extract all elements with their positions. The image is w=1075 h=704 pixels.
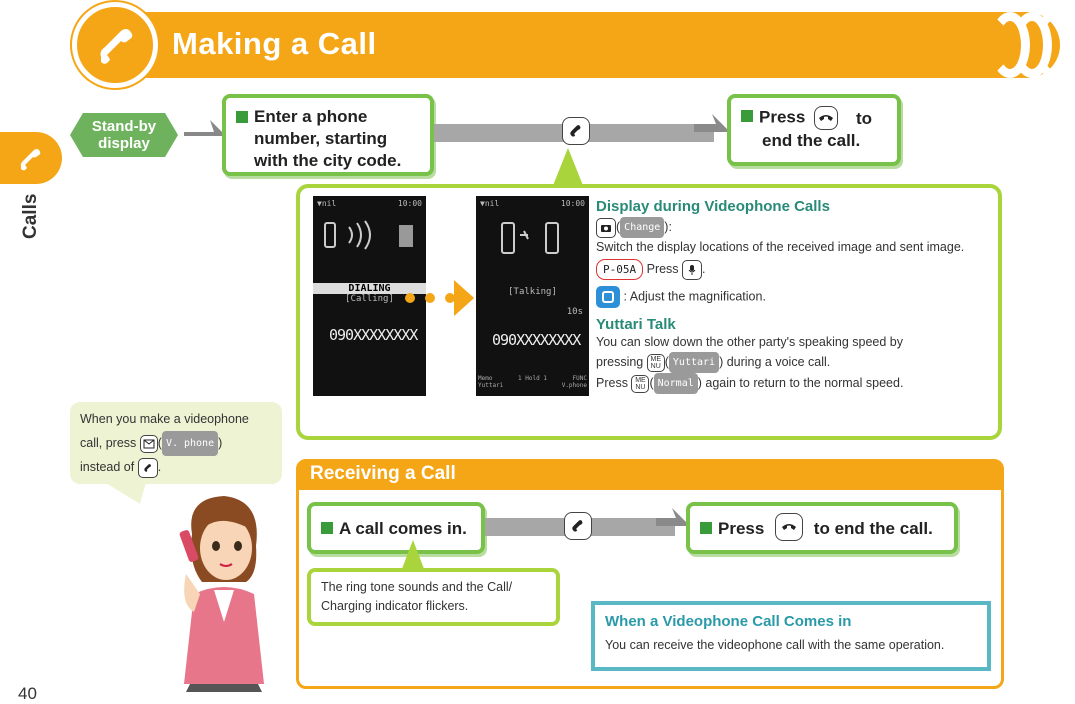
press-label: Press <box>759 107 806 127</box>
tv-key-icon <box>682 259 703 280</box>
step-enter-number: Enter a phone number, starting with the … <box>222 94 434 176</box>
step-end-call: Press to end the call. <box>727 94 901 166</box>
status-time: 10:00 <box>397 199 422 208</box>
switch-description: Switch the display locations of the rece… <box>596 240 965 254</box>
ring-tone-text: The ring tone sounds and the Call/ Charg… <box>321 580 513 613</box>
videophone-incoming-box: When a Videophone Call Comes in You can … <box>591 601 991 671</box>
title-banner <box>70 12 1060 78</box>
softkey-func: FUNC <box>572 375 587 382</box>
arrow-right-icon <box>694 114 730 132</box>
softkey-yuttari: Yuttari <box>478 382 504 389</box>
camera-key-icon <box>596 217 616 238</box>
again-text: ) again to return to the normal speed. <box>697 375 904 390</box>
step-end-call-receiving: Press to end the call. <box>686 502 958 554</box>
section-tab <box>0 132 62 184</box>
call-timer: 10s <box>566 307 583 317</box>
normal-softkey-label: Normal <box>653 373 698 394</box>
dialing-animation-icon <box>324 220 413 250</box>
model-badge: P-05A <box>596 259 644 280</box>
videophone-tip-bubble: When you make a videophone call, press (… <box>70 402 282 484</box>
step-enter-number-text: Enter a phone number, starting with the … <box>254 107 402 170</box>
arrow-right-icon <box>454 280 474 316</box>
dialed-number: 090XXXXXXXX <box>329 326 418 344</box>
yuttari-title: Yuttari Talk <box>596 316 676 333</box>
page-number: 40 <box>18 684 37 703</box>
call-key-icon <box>564 512 592 540</box>
end-key-icon <box>814 106 839 130</box>
end-call-text: to end the call. <box>813 519 933 538</box>
tip-line-3: instead of <box>80 460 135 474</box>
videophone-incoming-title: When a Videophone Call Comes in <box>605 613 852 630</box>
videophone-display-section: Display during Videophone Calls (Change)… <box>596 198 996 394</box>
ring-tone-note: The ring tone sounds and the Call/ Charg… <box>307 568 560 626</box>
arrow-right-icon <box>184 120 226 136</box>
arrow-right-icon <box>656 508 690 526</box>
dialing-label: DIALING <box>313 283 426 294</box>
mail-key-icon <box>139 434 158 453</box>
call-comes-in-text: A call comes in. <box>339 519 467 538</box>
vphone-softkey-label: V. phone <box>161 431 219 456</box>
woman-on-phone-illustration <box>179 496 264 692</box>
softkey-memo: Memo <box>478 375 493 382</box>
change-softkey-label: Change <box>620 217 665 238</box>
bubble-tail <box>104 482 146 504</box>
section-label: Calls <box>20 193 41 239</box>
talking-animation-icon <box>501 222 559 254</box>
yuttari-description: You can slow down the other party's spea… <box>596 335 903 349</box>
talking-number: 090XXXXXXXX <box>492 331 581 349</box>
videophone-display-title: Display during Videophone Calls <box>596 198 830 215</box>
end-key-icon <box>775 512 804 541</box>
press-text: Press <box>646 262 679 276</box>
banner-chevron <box>1034 12 1070 78</box>
phone-header-icon <box>72 2 158 88</box>
call-key-icon <box>137 457 158 478</box>
status-signal: ▼nil <box>480 199 500 208</box>
during-text: ) during a voice call. <box>719 354 831 369</box>
callout-pointer <box>400 540 426 574</box>
page-title: Making a Call <box>172 26 377 61</box>
softkey-hold: 1 Hold 1 <box>518 375 547 382</box>
navigation-key-icon <box>596 286 620 308</box>
standby-display-label: Stand-by display <box>70 113 178 157</box>
status-time: 10:00 <box>560 199 585 208</box>
phone-screen-talking: ▼nil 10:00 [Talking] 10s 090XXXXXXXX Memo… <box>476 196 589 396</box>
pressing-text: pressing <box>596 354 644 369</box>
videophone-incoming-text: You can receive the videophone call with… <box>605 638 945 652</box>
press-label: Press <box>718 519 765 538</box>
tip-line-1: When you make a videophone <box>80 412 249 426</box>
receiving-call-header: Receiving a Call <box>298 460 1002 490</box>
tip-line-2: call, press <box>80 435 137 450</box>
talking-label: [Talking] <box>508 287 557 297</box>
press-again-text: Press <box>596 375 628 390</box>
yuttari-softkey-label: Yuttari <box>668 352 720 373</box>
step-call-comes-in: A call comes in. <box>307 502 485 554</box>
call-key-icon <box>562 117 590 145</box>
softkey-vphone: V.phone <box>561 382 587 389</box>
magnify-description: : Adjust the magnification. <box>623 289 766 304</box>
callout-pointer <box>552 148 584 188</box>
status-signal: ▼nil <box>317 199 337 208</box>
calling-label: [Calling] <box>345 294 394 304</box>
